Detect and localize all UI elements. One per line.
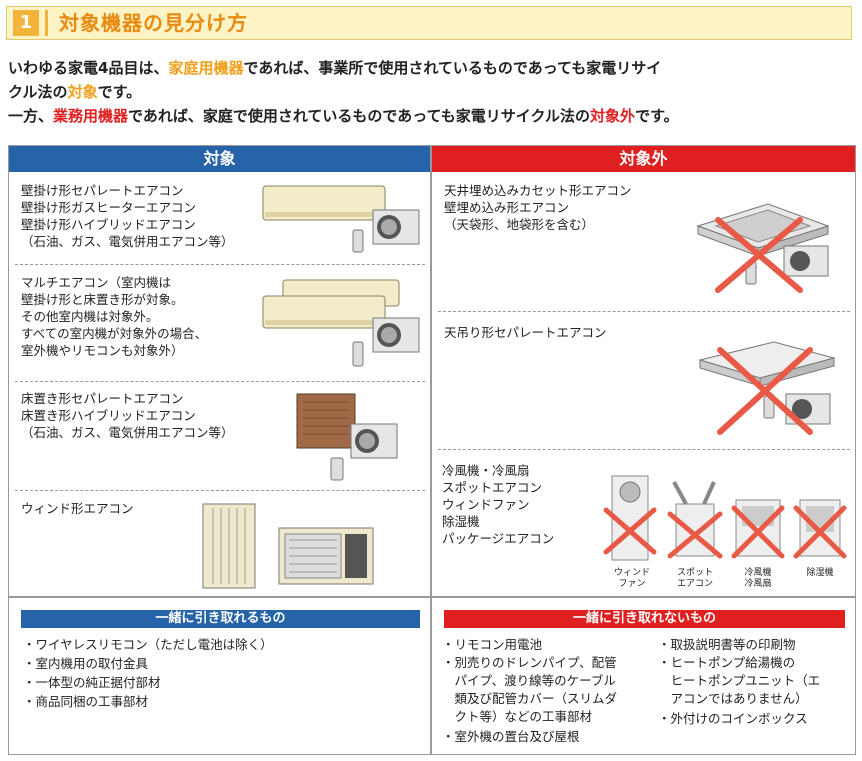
section-number: 1	[13, 10, 39, 36]
without-item: ・ヒートポンプ給湯機の ヒートポンプユニット（エ アコンではありません）	[658, 655, 821, 706]
caption-window-fan: ウィンド ファン	[613, 568, 650, 589]
intro-highlight-target: 対象	[67, 83, 98, 101]
ceiling-ac-crossed-image	[698, 341, 836, 435]
header-divider	[45, 10, 48, 36]
without-heading: 一緒に引き取れないもの	[444, 610, 845, 628]
section-header: 1 対象機器の見分け方	[6, 6, 852, 40]
caption-dehumidifier: 除湿機	[806, 568, 834, 578]
without-item: ・外付けのコインボックス	[658, 711, 808, 726]
spot-ac-crossed-image	[667, 481, 723, 559]
intro-text: です。	[635, 107, 679, 125]
cooler-crossed-image	[731, 499, 785, 559]
caption-cooler: 冷風機 冷風扇	[744, 568, 772, 589]
divider	[438, 449, 850, 450]
section-title: 対象機器の見分け方	[59, 11, 248, 35]
with-item: ・室内機用の取付金具	[23, 656, 149, 671]
with-item: ・一体型の純正据付部材	[23, 675, 161, 690]
floor-ac-image	[296, 393, 398, 481]
intro-line-2: クル法の対象です。	[8, 82, 858, 102]
without-item: ・別売りのドレンパイプ、配管 パイプ、渡り線等のケーブル 類及び配管カバー（スリ…	[442, 655, 618, 724]
intro-text: です。	[97, 83, 142, 101]
target-item-wall: 壁掛け形セパレートエアコン 壁掛け形ガスヒーターエアコン 壁掛け形ハイブリッドエ…	[21, 183, 234, 249]
target-heading: 対象	[9, 146, 430, 172]
intro-text: 一方、	[8, 107, 54, 125]
divider	[15, 264, 425, 265]
divider	[15, 490, 425, 491]
without-item: ・取扱説明書等の印刷物	[658, 637, 796, 652]
target-panel: 対象 壁掛け形セパレートエアコン 壁掛け形ガスヒーターエアコン 壁掛け形ハイブリ…	[8, 145, 431, 597]
intro-highlight-nontarget: 対象外	[590, 107, 636, 125]
with-item: ・ワイヤレスリモコン（ただし電池は除く）	[23, 637, 273, 652]
intro-text: であれば、事業所で使用されているものであっても家電リサイ	[243, 59, 662, 77]
nontarget-panel: 対象外 天井埋め込みカセット形エアコン 壁埋め込み形エアコン （天袋形、地袋形を…	[431, 145, 856, 597]
multi-ac-image	[262, 279, 420, 367]
with-item: ・商品同梱の工事部材	[23, 694, 149, 709]
nontarget-item-others: 冷風機・冷風扇 スポットエアコン ウィンドファン 除湿機 パッケージエアコン	[442, 463, 555, 546]
wall-ac-image	[262, 185, 420, 253]
window-fan-crossed-image	[603, 475, 657, 561]
intro-text: クル法の	[8, 83, 68, 101]
intro-line-3: 一方、業務用機器であれば、家庭で使用されているものであっても家電リサイクル法の対…	[8, 106, 858, 126]
target-item-floor: 床置き形セパレートエアコン 床置き形ハイブリッドエアコン （石油、ガス、電気併用…	[21, 391, 234, 440]
target-item-window: ウィンド形エアコン	[21, 501, 134, 516]
nontarget-heading: 対象外	[432, 146, 855, 172]
divider	[15, 381, 425, 382]
window-ac-image	[202, 503, 374, 589]
target-item-multi: マルチエアコン（室内機は 壁掛け形と床置き形が対象。 その他室内機は対象外。 す…	[21, 275, 208, 358]
with-panel: 一緒に引き取れるもの ・ワイヤレスリモコン（ただし電池は除く） ・室内機用の取付…	[8, 597, 431, 755]
cassette-ac-crossed-image	[696, 203, 830, 293]
intro-highlight-household: 家庭用機器	[168, 59, 244, 77]
divider	[438, 311, 850, 312]
without-item: ・リモコン用電池	[442, 637, 543, 652]
nontarget-item-cassette: 天井埋め込みカセット形エアコン 壁埋め込み形エアコン （天袋形、地袋形を含む）	[444, 183, 632, 232]
intro-highlight-business: 業務用機器	[53, 107, 129, 125]
without-item: ・室外機の置台及び屋根	[442, 729, 580, 744]
caption-spot-ac: スポット エアコン	[676, 568, 713, 589]
intro-line-1: いわゆる家電4品目は、家庭用機器であれば、事業所で使用されているものであっても家…	[8, 58, 858, 78]
without-panel: 一緒に引き取れないもの ・リモコン用電池 ・別売りのドレンパイプ、配管 パイプ、…	[431, 597, 856, 755]
with-heading: 一緒に引き取れるもの	[21, 610, 420, 628]
dehumidifier-crossed-image	[793, 499, 847, 559]
intro-text: であれば、家庭で使用されているものであっても家電リサイクル法の	[128, 107, 591, 125]
intro-text: いわゆる家電4品目は、	[8, 59, 169, 77]
nontarget-item-ceiling: 天吊り形セパレートエアコン	[444, 325, 607, 340]
